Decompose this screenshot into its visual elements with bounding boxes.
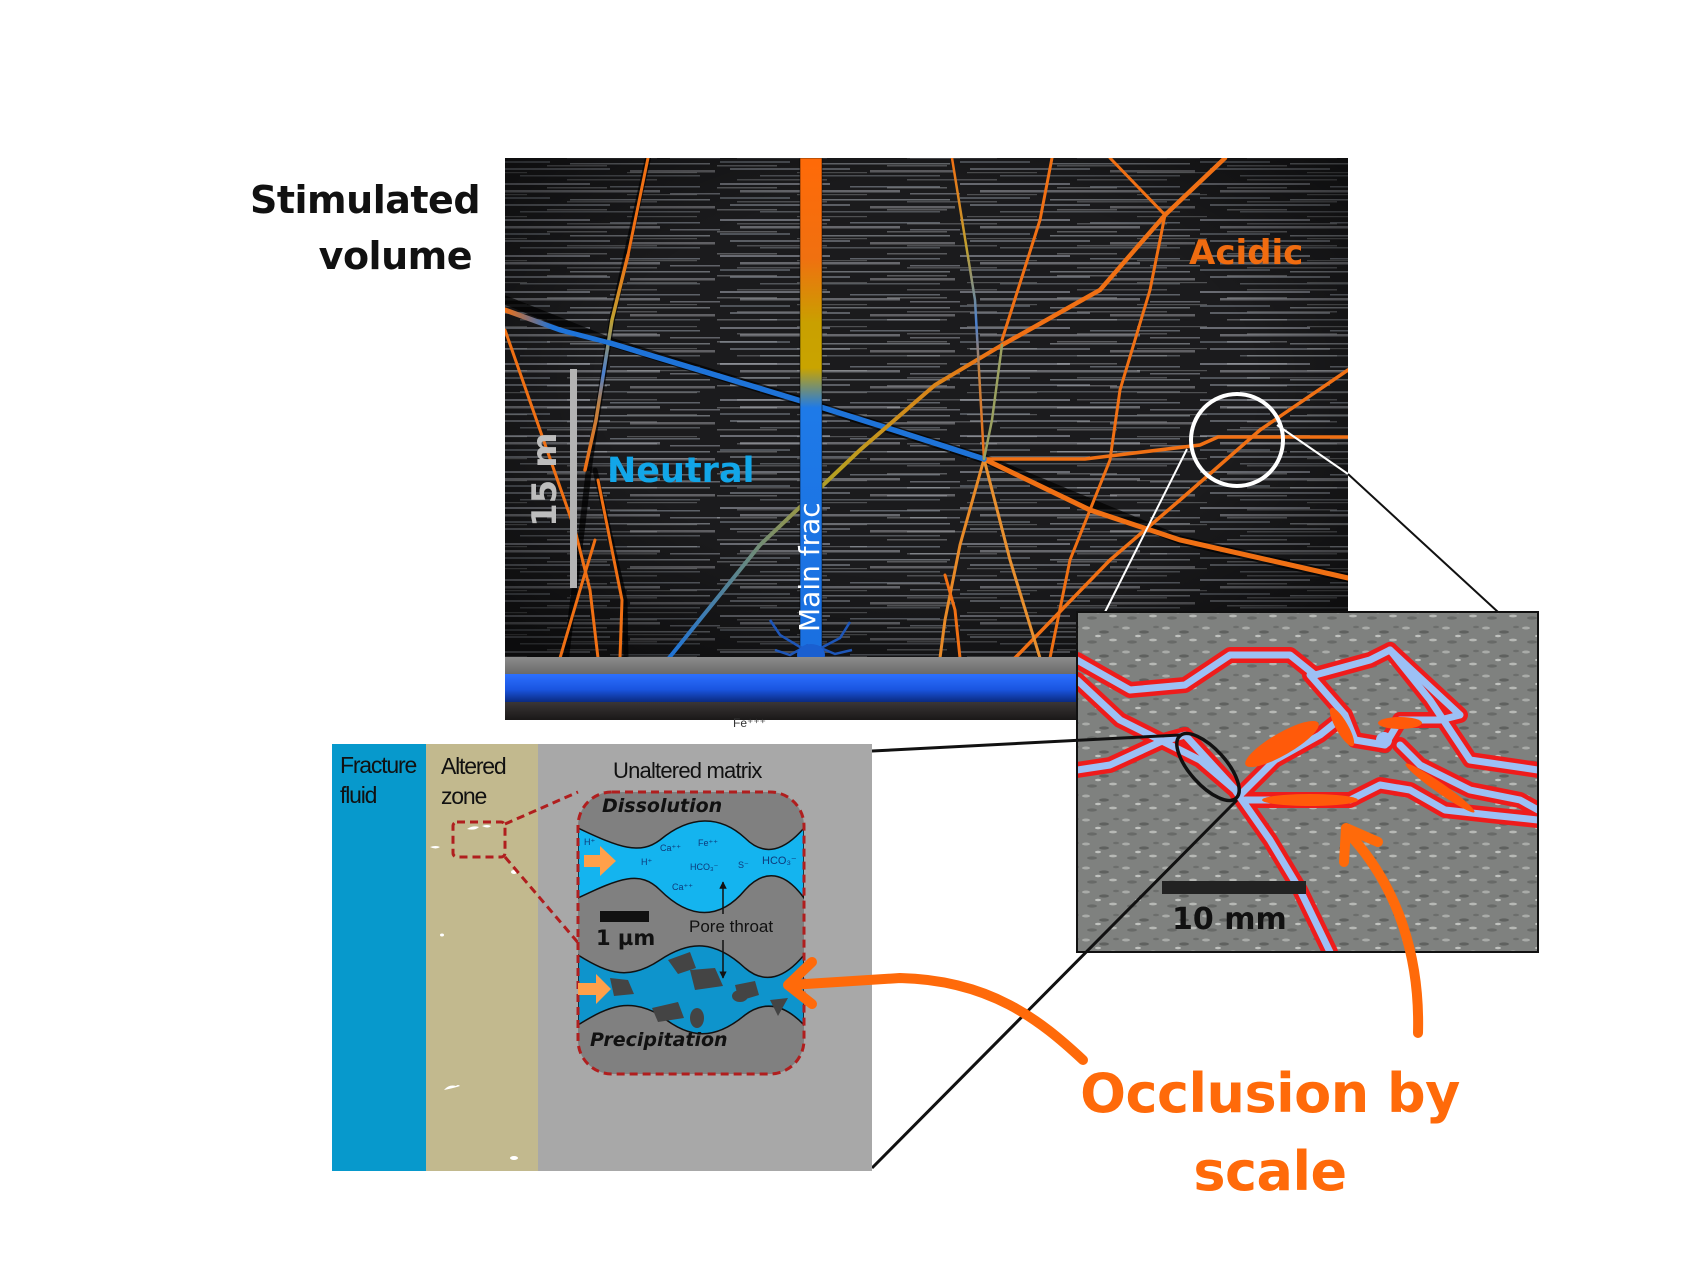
flow-arrow-icon xyxy=(584,846,616,876)
pore-scale-panel: Fracture fluid Altered zone Unaltered ma… xyxy=(332,744,872,1171)
fracture-blue xyxy=(607,340,987,462)
connector-line xyxy=(870,798,1239,1170)
altered-zone-label-line-2: zone xyxy=(441,783,486,809)
connector-line xyxy=(1347,473,1499,613)
fracture-orange xyxy=(999,158,1228,348)
pore-inset: Dissolution Precipitation H⁺ Ca⁺⁺ Fe⁺⁺ H… xyxy=(576,790,806,1076)
callout-arrow-to-pore xyxy=(785,973,1088,1065)
ion-ca: Ca⁺⁺ xyxy=(660,843,681,853)
selection-box xyxy=(451,820,507,859)
flow-arrow-icon xyxy=(578,974,611,1004)
zoom-dash-line xyxy=(503,856,582,946)
callout-arrow-head xyxy=(783,957,817,1009)
scale-bar-10mm-label: 10 mm xyxy=(1172,902,1287,937)
zoom-circle xyxy=(1189,392,1285,488)
scale-bar-15m-label: 15 m xyxy=(525,432,565,527)
fracture-transition xyxy=(950,158,986,461)
fracture-orange xyxy=(626,158,650,257)
scale-bar-1um-label: 1 µm xyxy=(596,926,655,950)
fracture-transition xyxy=(982,343,1004,461)
stimulated-volume-panel: Main frac 15 m Neutral Acidic xyxy=(505,158,1348,720)
callout-arrow-head xyxy=(1339,823,1383,867)
fracture-blue xyxy=(667,343,1004,660)
fracture-orange xyxy=(1000,158,1054,342)
unaltered-matrix-label: Unaltered matrix xyxy=(613,758,762,783)
ion-h: H⁺ xyxy=(641,857,652,867)
title-line-2: volume xyxy=(318,234,473,278)
dissolution-pore xyxy=(578,820,804,914)
fracture-orange xyxy=(938,457,986,660)
fracture-orange xyxy=(558,538,597,660)
ion-s: S⁻ xyxy=(738,860,749,870)
scale-precipitates xyxy=(610,952,788,1028)
stimulated-volume-title: Stimulated volume xyxy=(250,172,481,284)
altered-zone xyxy=(426,744,538,1171)
precipitation-label: Precipitation xyxy=(590,1029,728,1051)
core-sample-panel: 10 mm xyxy=(1076,611,1539,953)
scale-occlusions xyxy=(1245,707,1475,813)
fracture-orange xyxy=(1048,158,1167,660)
acidic-label: Acidic xyxy=(1189,233,1303,273)
ion-ca: Ca⁺⁺ xyxy=(672,882,693,892)
ion-hco3: HCO₃⁻ xyxy=(690,862,719,872)
dissolution-label: Dissolution xyxy=(602,795,722,817)
connector-line xyxy=(1104,448,1188,613)
ion-labels: H⁺ Ca⁺⁺ Fe⁺⁺ H⁺ HCO₃⁻ S⁻ HCO₃⁻ Ca⁺⁺ xyxy=(584,837,797,892)
scale-bar-10mm xyxy=(1162,881,1306,894)
vignette-shading xyxy=(505,158,1348,658)
connector-line xyxy=(871,733,1181,753)
fracture-orange xyxy=(943,573,962,660)
connector-line xyxy=(1276,424,1349,475)
zoom-dash-line xyxy=(504,790,579,826)
ion-h: H⁺ xyxy=(584,837,595,847)
occlusion-by-scale-callout: Occlusion by scale xyxy=(1060,1055,1480,1211)
neutral-label: Neutral xyxy=(607,451,755,491)
fracture-orange xyxy=(1013,368,1348,660)
core-panel-border xyxy=(1076,611,1539,953)
fracture-fluid-zone xyxy=(332,744,426,1171)
occlusion-callout-arrows xyxy=(783,823,1424,1065)
scale-bar-15m xyxy=(570,369,577,588)
altered-zone-specks xyxy=(430,825,518,1160)
main-frac-label: Main frac xyxy=(793,502,826,632)
callout-arrow-to-core xyxy=(1345,830,1424,1038)
fracture-transition xyxy=(505,307,613,346)
callout-line-1: Occlusion by xyxy=(1080,1062,1460,1125)
fracture-orange xyxy=(982,435,1348,461)
altered-zone-label-line-1: Altered xyxy=(441,753,506,779)
fracture-orange xyxy=(982,457,1042,660)
pore-throat-label: Pore throat xyxy=(689,917,773,936)
fracture-orange xyxy=(981,456,1348,581)
fracture-orange xyxy=(596,478,624,660)
title-line-1: Stimulated xyxy=(250,178,481,222)
fracture-network xyxy=(505,158,1348,661)
fracture-fluid-label-line-1: Fracture xyxy=(340,752,416,778)
wellbore-label: Fe⁺⁺⁺ xyxy=(733,716,766,730)
fracture-transition xyxy=(583,253,630,472)
ion-hco3: HCO₃⁻ xyxy=(762,855,797,867)
scale-bar-1um xyxy=(600,911,649,922)
ion-fe: Fe⁺⁺ xyxy=(698,838,718,848)
fracture-fluid-label-line-2: fluid xyxy=(340,782,377,808)
callout-line-2: scale xyxy=(1193,1140,1347,1203)
